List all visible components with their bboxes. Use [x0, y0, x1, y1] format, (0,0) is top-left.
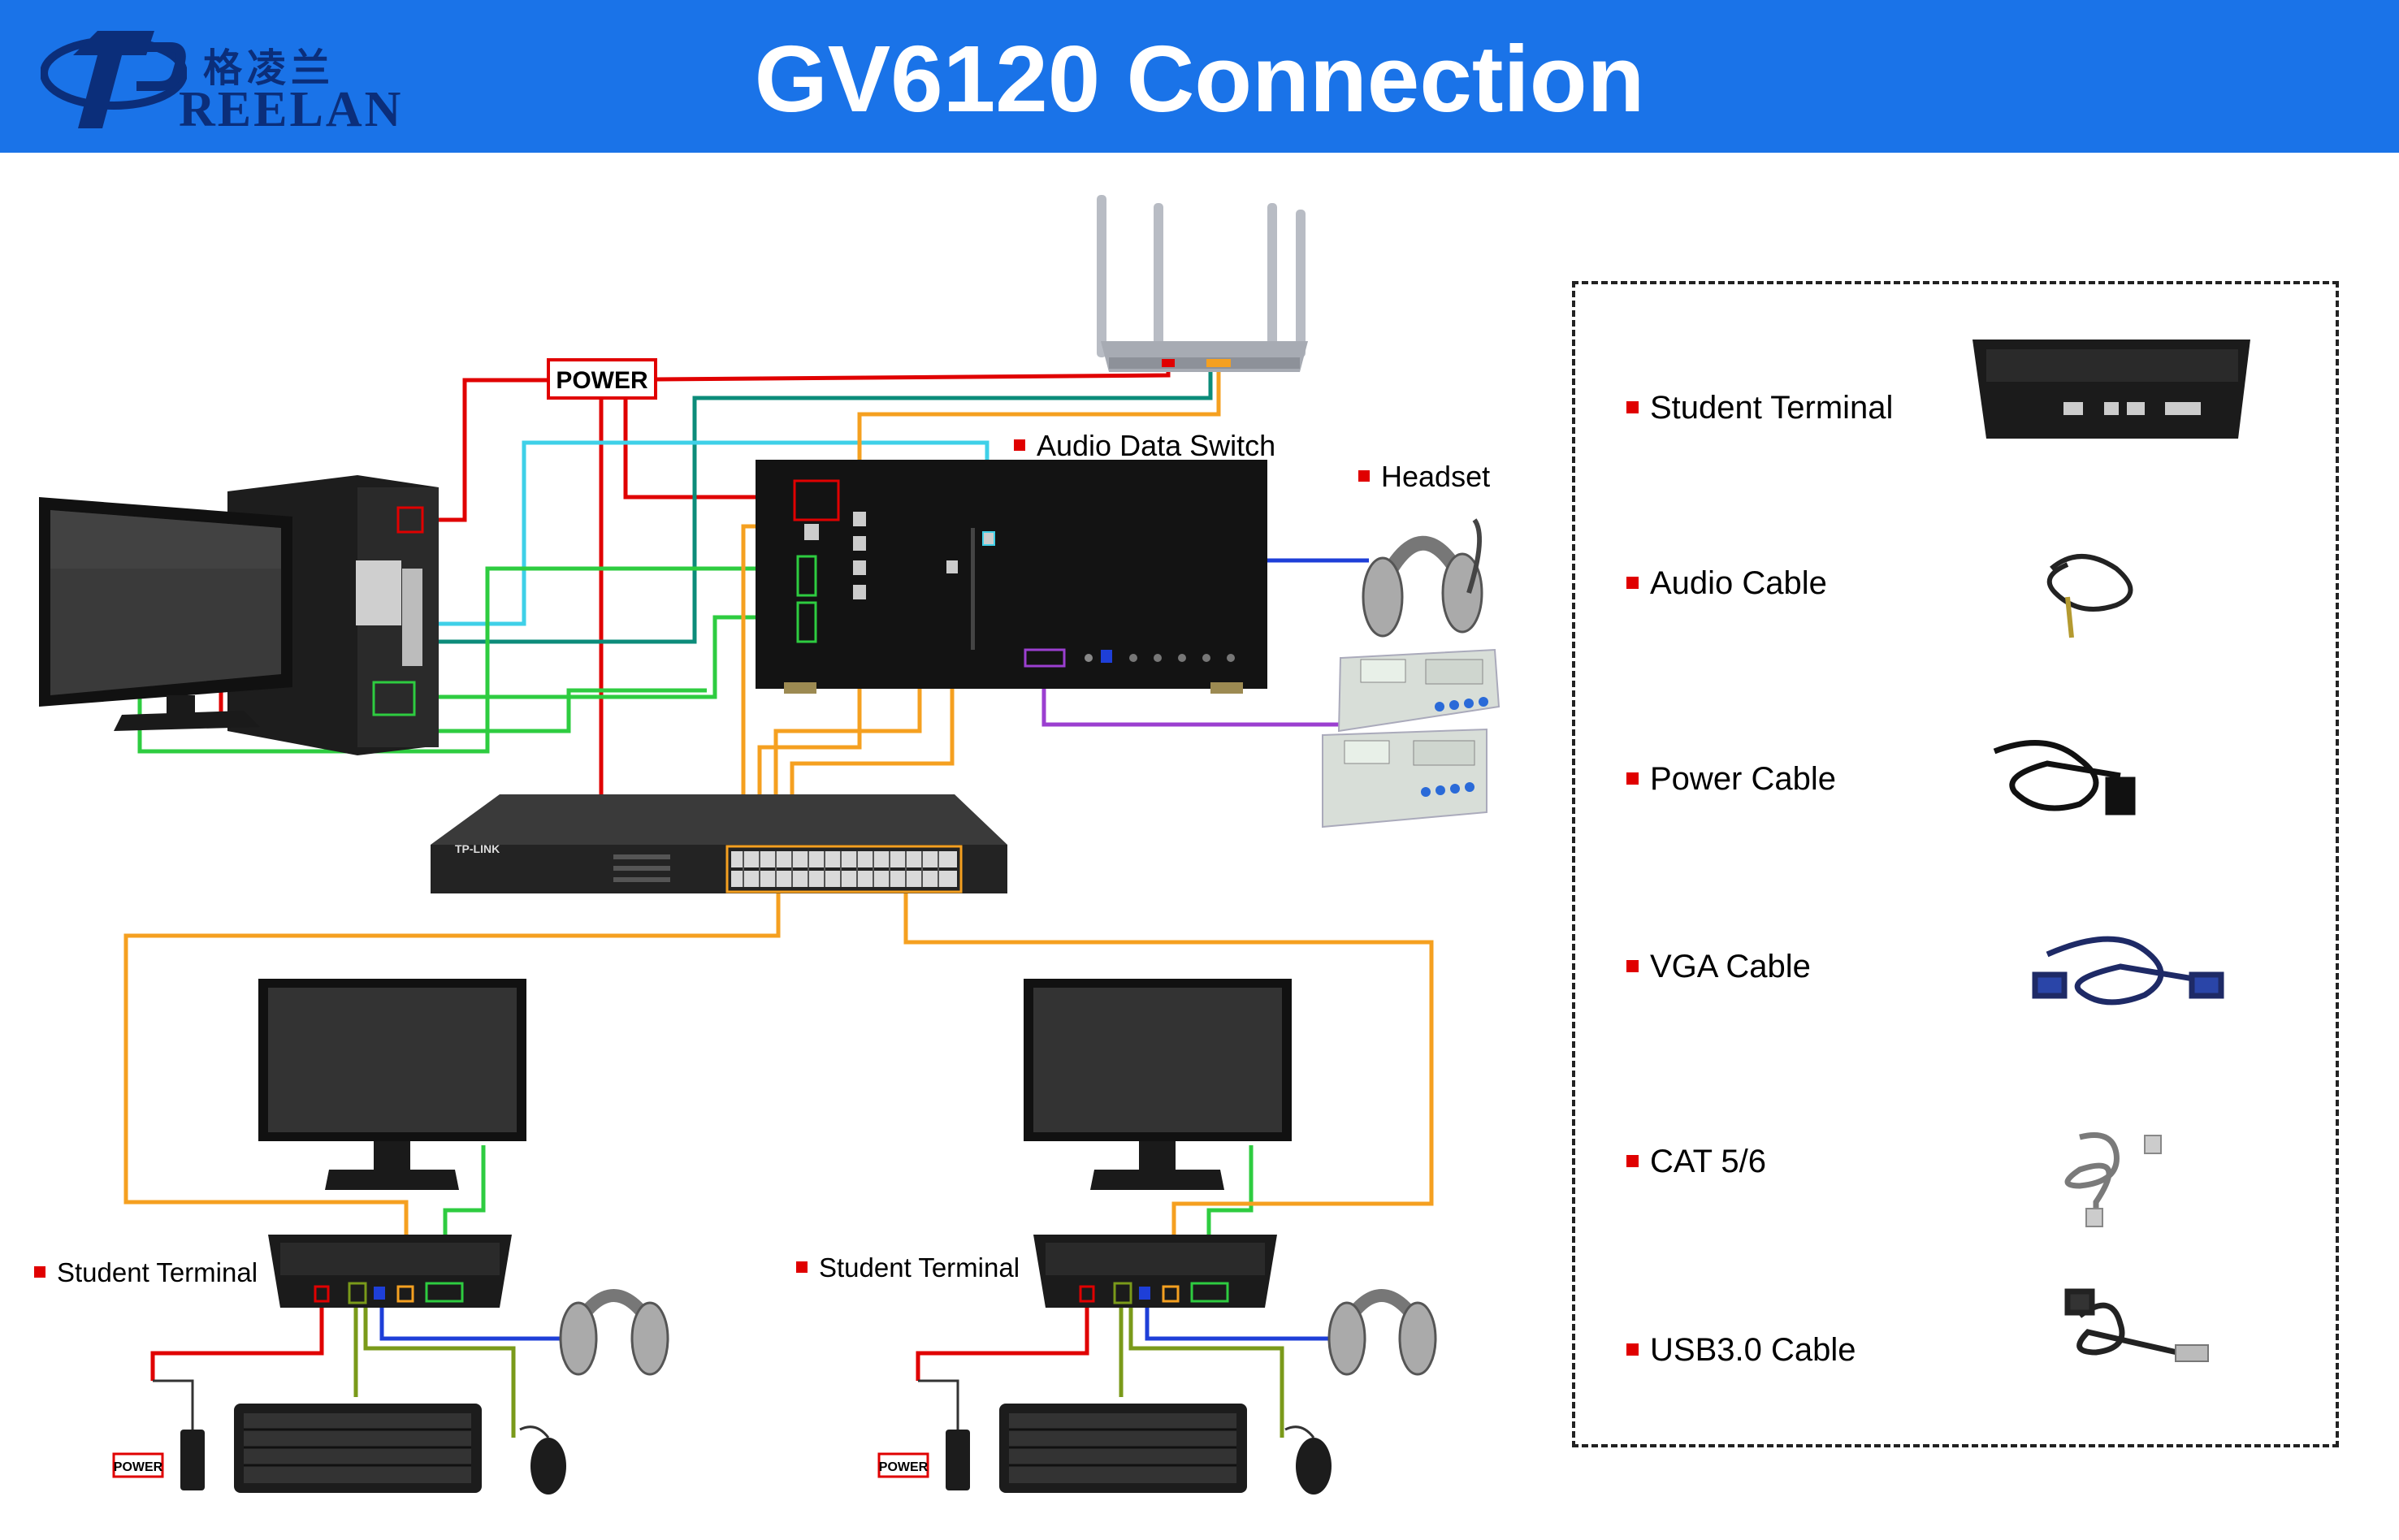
usb-cable-icon [2064, 1288, 2209, 1362]
power-adapter-left: POWER [112, 1379, 205, 1490]
audio-data-switch-label: Audio Data Switch [1014, 429, 1275, 463]
headset-left [559, 1289, 669, 1376]
vga-cable-pc [382, 615, 804, 699]
keyboard-right [999, 1404, 1247, 1493]
student-monitor-right [1024, 979, 1292, 1190]
legend-item-vga-cable: VGA Cable [1626, 949, 1811, 985]
mouse-right [1284, 1425, 1332, 1495]
headset-top [1362, 518, 1483, 638]
small-power-label-right: POWER [879, 1460, 929, 1474]
headset-right [1327, 1289, 1437, 1376]
control-pad-top [1337, 648, 1500, 733]
keyboard-left [234, 1404, 482, 1493]
power-cable-pc [422, 378, 552, 522]
small-power-label-left: POWER [114, 1460, 163, 1474]
control-pad-bottom [1322, 728, 1487, 828]
legend-box [1572, 281, 2339, 1447]
vga-cable-pc-2 [382, 688, 707, 733]
student-monitor-left [258, 979, 526, 1190]
usb-cable-mouse-left [363, 1306, 516, 1438]
audio-cable-headset-right [1145, 1308, 1336, 1341]
student-terminal-icon [1972, 340, 2250, 439]
legend-item-student-terminal: Student Terminal [1626, 390, 1893, 426]
power-box-label: POWER [556, 367, 648, 394]
usb-cable-mouse-right [1128, 1306, 1284, 1438]
teacher-monitor [39, 497, 292, 731]
logo-chinese-text: 格凌兰 [203, 45, 336, 91]
mouse-left [519, 1425, 566, 1495]
headset-label: Headset [1358, 460, 1490, 494]
network-cable-router-pc [382, 364, 1213, 644]
legend-item-audio-cable: Audio Cable [1626, 565, 1827, 602]
reelan-logo: 格凌兰 REELAN [41, 23, 401, 137]
cat-cable-icon [2064, 1132, 2162, 1227]
student-terminal-right-label: Student Terminal [796, 1252, 1020, 1283]
power-cable-terminal-left [150, 1308, 324, 1381]
router [1097, 195, 1308, 372]
student-terminal-right [1033, 1235, 1277, 1308]
vga-cable-monitor [137, 566, 804, 754]
vga-cable-icon [2032, 936, 2224, 1006]
audio-cable-headset-left [379, 1308, 569, 1341]
legend-item-cat-cable: CAT 5/6 [1626, 1144, 1766, 1180]
power-cable-terminal-right [916, 1308, 1089, 1381]
network-cable-terminal-right [903, 893, 1434, 1282]
legend-item-power-cable: Power Cable [1626, 761, 1836, 798]
power-switch-port [793, 479, 840, 521]
audio-data-switch [756, 460, 1267, 694]
logo-mark-icon [41, 31, 187, 128]
header-bar: 格凌兰 REELAN GV6120 Connection [0, 0, 2399, 153]
power-strip: POWER [547, 358, 657, 400]
power-adapter-right: POWER [877, 1379, 970, 1490]
network-cable-terminal-left [123, 893, 781, 1282]
usb-cables [353, 1306, 1284, 1438]
network-switch: TP-LINK [431, 794, 1007, 893]
power-cable-icon [1993, 740, 2136, 815]
logo-english-text: REELAN [179, 82, 404, 137]
student-terminal-left [268, 1235, 512, 1308]
audio-cable-icon [2046, 554, 2133, 638]
switch-brand-label: TP-LINK [455, 842, 500, 855]
page-title: GV6120 Connection [754, 26, 1645, 132]
legend-item-usb-cable: USB3.0 Cable [1626, 1332, 1856, 1369]
student-terminal-left-label: Student Terminal [34, 1257, 258, 1288]
